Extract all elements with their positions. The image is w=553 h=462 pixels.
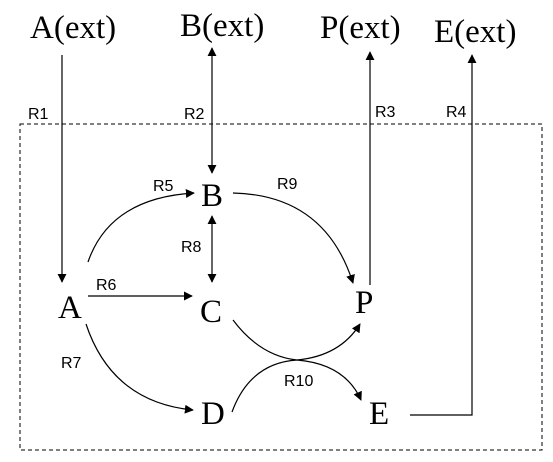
node-a: A: [58, 290, 82, 326]
reaction-label-r10: R10: [284, 373, 313, 390]
reaction-label-r4: R4: [446, 104, 467, 121]
edge-r7: [85, 323, 194, 414]
reaction-label-r9: R9: [277, 176, 298, 193]
reaction-label-r7: R7: [61, 355, 82, 372]
edge-r9: [232, 192, 355, 284]
node-b: B: [201, 178, 223, 214]
edge-r10-d-to-p: [231, 323, 361, 413]
external-species-e: E(ext): [434, 14, 516, 50]
reaction-label-r2: R2: [184, 106, 205, 123]
reaction-label-r8: R8: [181, 239, 202, 256]
system-boundary: [19, 123, 543, 451]
edge-r5: [87, 188, 195, 263]
reaction-label-r5: R5: [153, 178, 174, 195]
node-d: D: [201, 396, 225, 432]
reaction-label-r3: R3: [375, 104, 396, 121]
external-species-b: B(ext): [180, 8, 264, 44]
node-p: P: [355, 285, 373, 321]
reaction-label-r1: R1: [28, 106, 49, 123]
external-species-a: A(ext): [30, 10, 116, 46]
reaction-label-r6: R6: [96, 277, 117, 294]
node-e: E: [369, 396, 389, 432]
node-c: C: [200, 294, 222, 330]
external-species-p: P(ext): [320, 10, 401, 46]
edge-r4: [410, 54, 477, 416]
